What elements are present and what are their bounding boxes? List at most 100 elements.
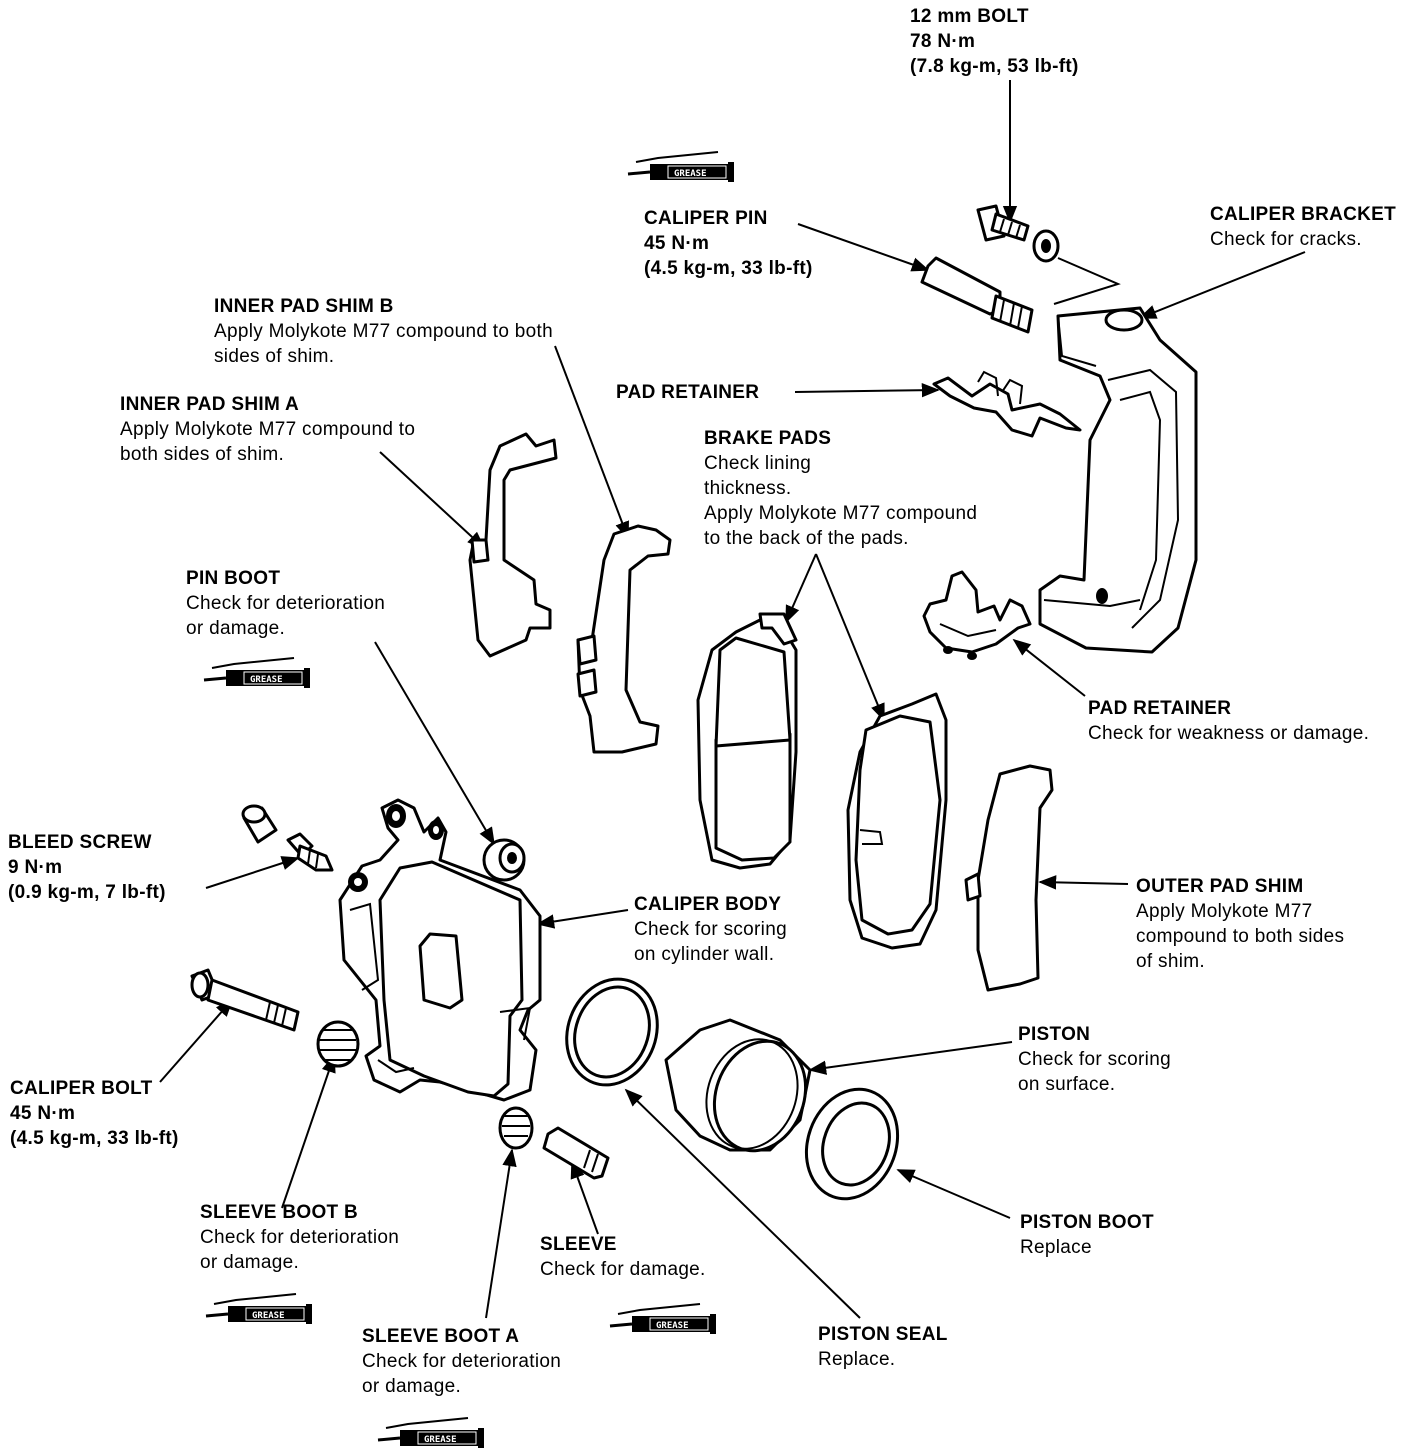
label-line: both sides of shim.: [120, 444, 285, 465]
label-line: Check for deterioration: [186, 593, 386, 614]
pad-retainer-top-part: [932, 370, 1082, 438]
label-line: Apply Molykote M77: [1136, 901, 1313, 922]
label-sleeve-boot-a: SLEEVE BOOT A Check for deterioration or…: [362, 1324, 561, 1399]
bracket-break-line: [1053, 257, 1121, 305]
label-caliper-pin: CALIPER PIN 45 N·m (4.5 kg-m, 33 lb-ft): [644, 206, 813, 281]
label-piston-boot: PISTON BOOT Replace: [1020, 1210, 1154, 1260]
label-title: PAD RETAINER: [1088, 698, 1232, 719]
caliper-body-part: [338, 798, 542, 1102]
svg-text:GREASE: GREASE: [250, 675, 283, 685]
label-line: Apply Molykote M77 compound to: [120, 419, 416, 440]
label-pad-retainer-bottom: PAD RETAINER Check for weakness or damag…: [1088, 696, 1369, 746]
label-line: or damage.: [362, 1376, 462, 1397]
label-sleeve: SLEEVE Check for damage.: [540, 1232, 706, 1282]
leader-lines: [159, 80, 1306, 1319]
label-line: (4.5 kg-m, 33 lb-ft): [644, 258, 813, 279]
brake-pad-outer-part: [846, 692, 948, 950]
leader-caliper-bolt: [159, 998, 234, 1083]
leader-sleeve: [570, 1160, 599, 1235]
label-piston: PISTON Check for scoring on surface.: [1018, 1022, 1171, 1097]
svg-text:GREASE: GREASE: [656, 1321, 689, 1331]
leader-outer-shim: [1038, 875, 1129, 890]
leader-bleed-screw: [205, 856, 300, 889]
svg-text:GREASE: GREASE: [674, 169, 707, 179]
label-line: (7.8 kg-m, 53 lb-ft): [910, 56, 1079, 77]
caliper-bolt-part: [190, 968, 300, 1032]
leader-caliper-bracket: [1138, 251, 1306, 319]
label-line: Check for deterioration: [200, 1227, 400, 1248]
label-line: Check for scoring: [634, 919, 787, 940]
label-line: Check for weakness or damage.: [1088, 723, 1370, 744]
label-title: PIN BOOT: [186, 568, 281, 589]
sleeve-part: [542, 1126, 610, 1180]
label-title: OUTER PAD SHIM: [1136, 876, 1304, 897]
label-title: PISTON BOOT: [1020, 1212, 1154, 1233]
label-line: 45 N·m: [644, 233, 710, 254]
label-12mm-bolt: 12 mm BOLT 78 N·m (7.8 kg-m, 53 lb-ft): [910, 4, 1079, 79]
label-title: CALIPER BODY: [634, 894, 782, 915]
leader-brake-pad-2: [815, 553, 885, 722]
label-title: CALIPER PIN: [644, 208, 768, 229]
label-line: 45 N·m: [10, 1103, 76, 1124]
label-line: or damage.: [186, 618, 286, 639]
leader-pad-retainer-bottom: [1012, 638, 1086, 697]
brake-pad-inner-part: [696, 612, 798, 870]
label-caliper-bolt: CALIPER BOLT 45 N·m (4.5 kg-m, 33 lb-ft): [10, 1076, 179, 1151]
label-bleed-screw: BLEED SCREW 9 N·m (0.9 kg-m, 7 lb-ft): [8, 830, 166, 905]
label-title: INNER PAD SHIM B: [214, 296, 394, 317]
label-line: or damage.: [200, 1252, 300, 1273]
grease-icon-caliper-pin: GREASE: [626, 150, 736, 184]
label-line: on surface.: [1018, 1074, 1116, 1095]
piston-seal-part: [565, 977, 659, 1087]
piston-boot-part: [804, 1087, 900, 1201]
svg-text:GREASE: GREASE: [424, 1435, 457, 1445]
label-line: 9 N·m: [8, 857, 63, 878]
label-title: BLEED SCREW: [8, 832, 152, 853]
label-line: Replace: [1020, 1237, 1092, 1258]
leader-sleeve-boot-b: [281, 1054, 336, 1209]
bleed-cap-part: [241, 804, 278, 844]
caliper-pin-part: [920, 256, 1034, 334]
pin-boot-part: [482, 838, 526, 882]
label-title: PISTON SEAL: [818, 1324, 948, 1345]
bleed-screw-part: [286, 832, 334, 872]
svg-text:GREASE: GREASE: [252, 1311, 285, 1321]
label-title: PISTON: [1018, 1024, 1091, 1045]
label-line: Apply Molykote M77 compound: [704, 503, 978, 524]
label-caliper-bracket: CALIPER BRACKET Check for cracks.: [1210, 202, 1396, 252]
label-title: BRAKE PADS: [704, 428, 832, 449]
leader-caliper-pin: [797, 223, 930, 272]
piston-part: [664, 1018, 812, 1153]
outer-pad-shim-part: [964, 764, 1054, 992]
label-line: Check for damage.: [540, 1259, 706, 1280]
label-line: compound to both sides: [1136, 926, 1345, 947]
grease-icon-pin-boot: GREASE: [202, 656, 312, 690]
label-title: SLEEVE BOOT B: [200, 1202, 359, 1223]
label-pin-boot: PIN BOOT Check for deterioration or dama…: [186, 566, 385, 641]
label-line: Check for scoring: [1018, 1049, 1171, 1070]
leader-inner-shim-a: [379, 451, 486, 550]
grease-icon-sleeve-boot-a: GREASE: [376, 1416, 486, 1450]
label-inner-pad-shim-a: INNER PAD SHIM A Apply Molykote M77 comp…: [120, 392, 415, 467]
inner-pad-shim-a-part: [468, 432, 558, 658]
label-line: Check for cracks.: [1210, 229, 1362, 250]
leader-piston-seal: [624, 1088, 861, 1319]
label-pad-retainer-top: PAD RETAINER: [616, 380, 759, 405]
label-line: on cylinder wall.: [634, 944, 775, 965]
sleeve-boot-a-part: [498, 1106, 534, 1150]
leader-pin-boot: [374, 641, 495, 846]
label-line: Apply Molykote M77 compound to both: [214, 321, 553, 342]
label-inner-pad-shim-b: INNER PAD SHIM B Apply Molykote M77 comp…: [214, 294, 553, 369]
label-brake-pads: BRAKE PADS Check lining thickness. Apply…: [704, 426, 977, 551]
label-title: CALIPER BOLT: [10, 1078, 153, 1099]
label-caliper-body: CALIPER BODY Check for scoring on cylind…: [634, 892, 787, 967]
caliper-bracket-part: [1038, 306, 1198, 654]
leader-caliper-body: [536, 909, 629, 929]
label-line: (4.5 kg-m, 33 lb-ft): [10, 1128, 179, 1149]
washer-part: [1032, 229, 1060, 263]
label-piston-seal: PISTON SEAL Replace.: [818, 1322, 948, 1372]
label-line: sides of shim.: [214, 346, 335, 367]
grease-icon-sleeve-boot-b: GREASE: [204, 1292, 314, 1326]
